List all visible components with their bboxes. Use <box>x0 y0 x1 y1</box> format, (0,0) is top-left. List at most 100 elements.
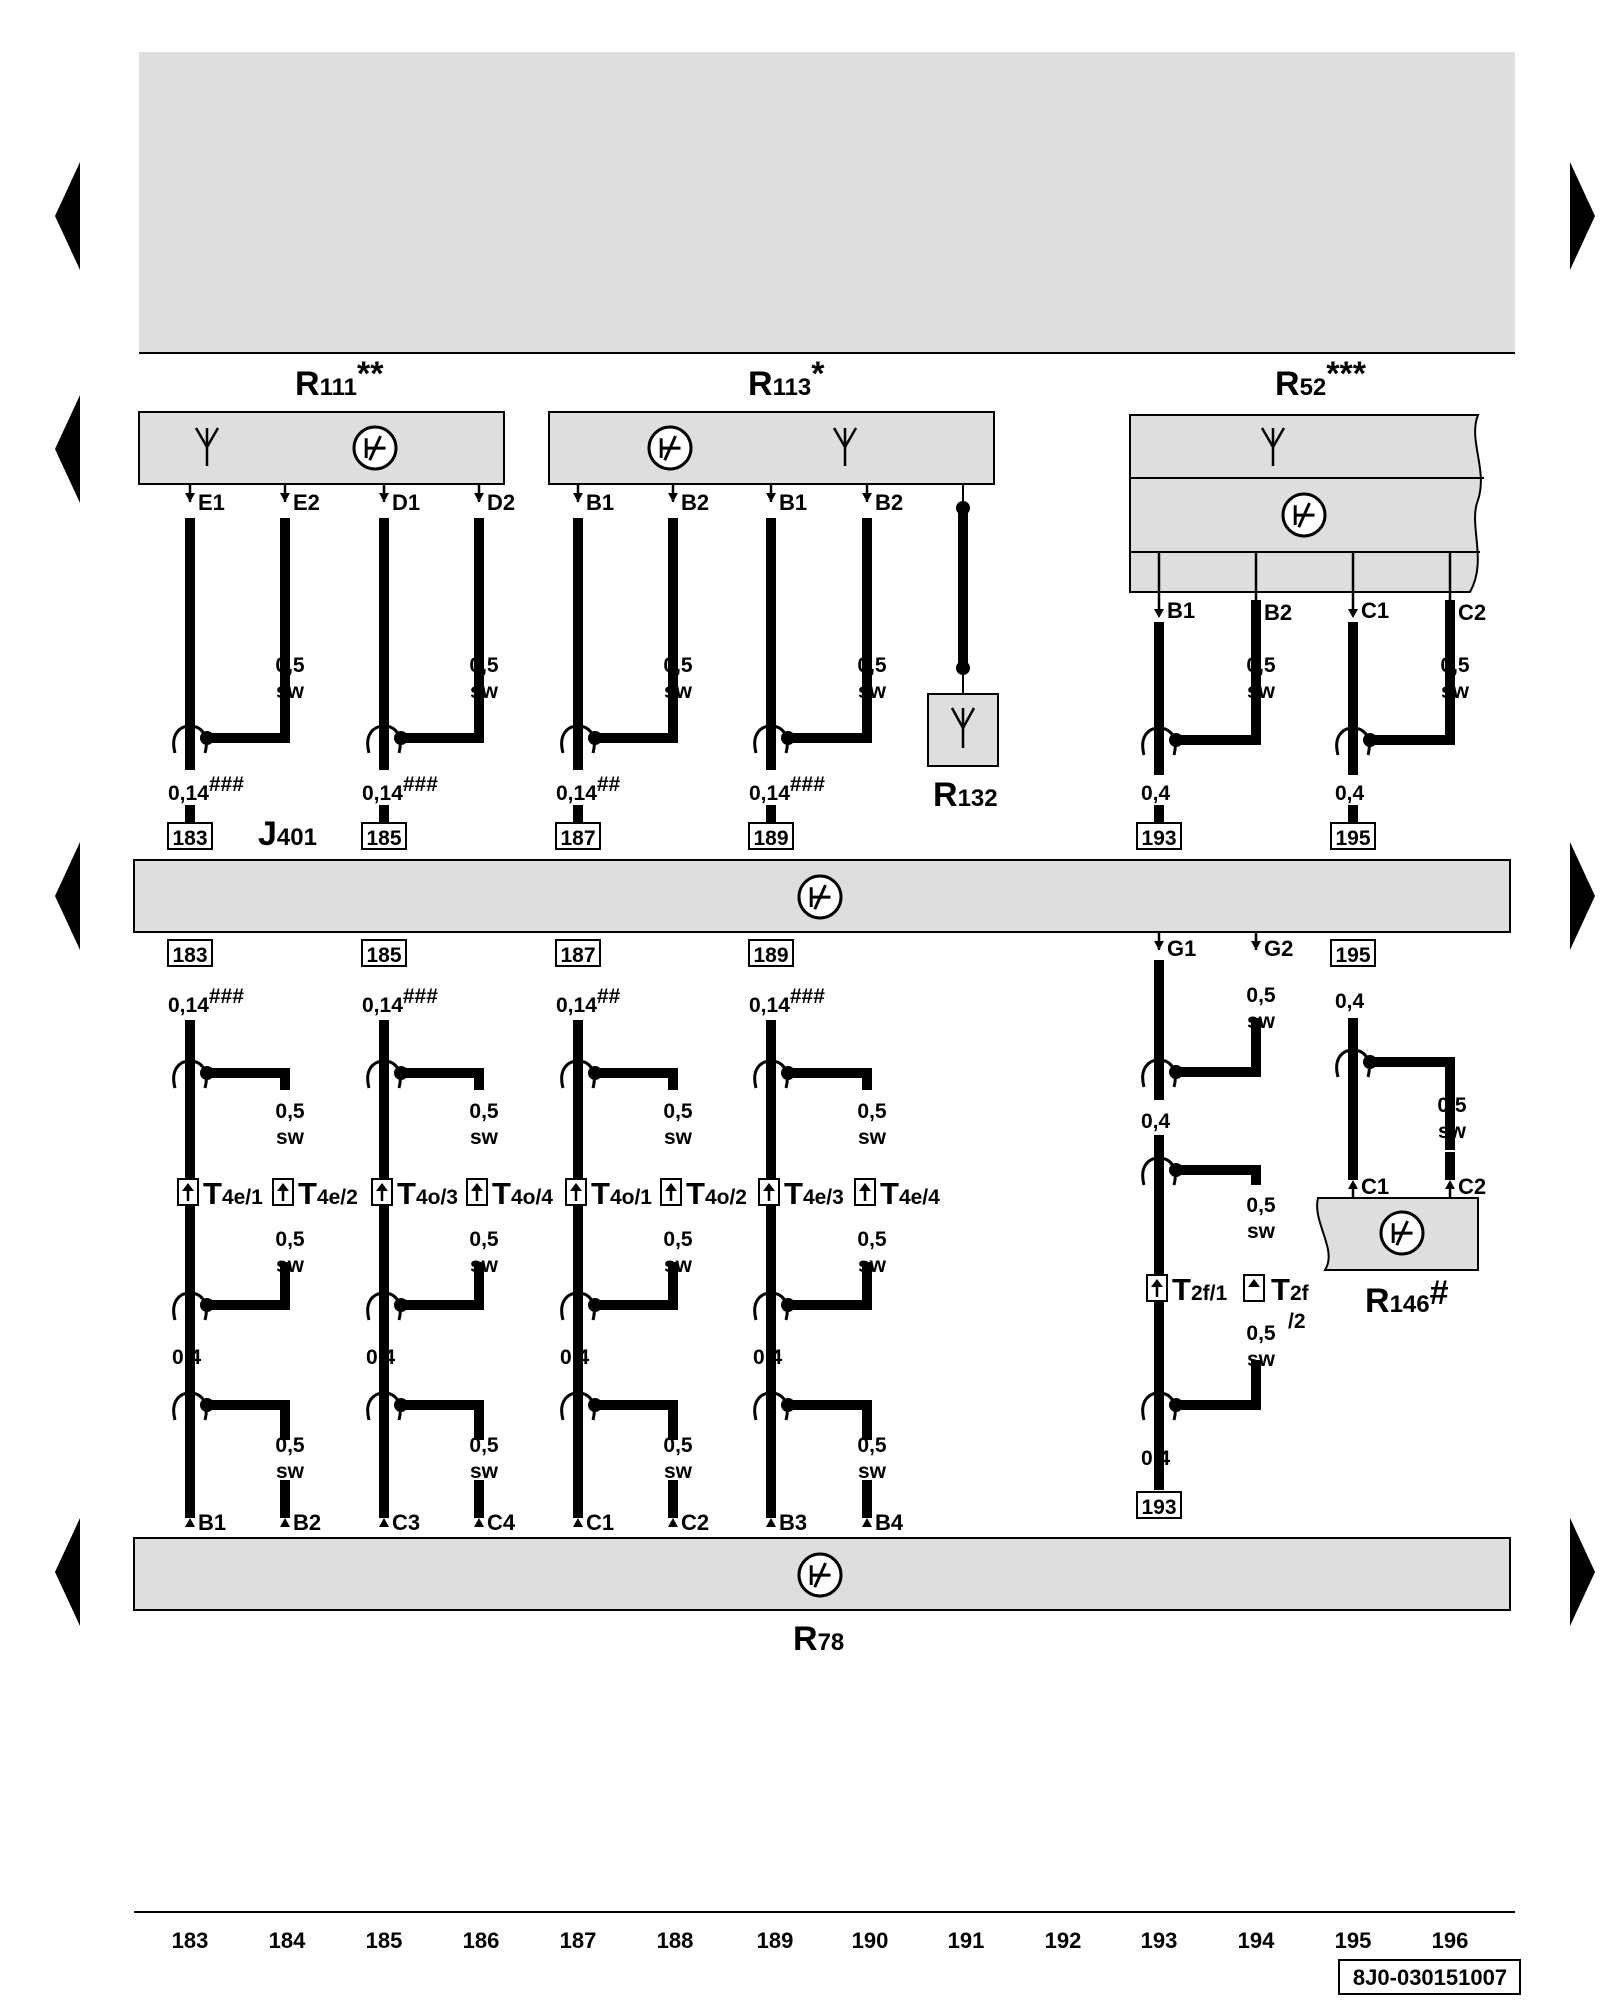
shield-size: 0,5 <box>275 1228 305 1251</box>
wire-size: 0,4 <box>560 1346 590 1369</box>
shield-color: sw <box>1441 680 1470 703</box>
column-number: 194 <box>1238 1928 1275 1953</box>
pin-arrow-icon <box>573 493 583 502</box>
shield-size: 0,5 <box>469 1100 499 1123</box>
shield-color: sw <box>276 680 305 703</box>
ref-number: 185 <box>366 944 401 967</box>
column-number: 190 <box>852 1928 889 1953</box>
ref-box[interactable] <box>555 939 601 967</box>
loudspeaker-icon: ⊬ <box>1281 492 1327 538</box>
svg-text:⊬: ⊬ <box>807 882 833 913</box>
page-arrow-left-icon[interactable] <box>55 162 80 270</box>
shield-size: 0,5 <box>1437 1094 1467 1117</box>
page-arrow-right-icon[interactable] <box>1570 1518 1595 1626</box>
page-arrow-left-icon[interactable] <box>55 395 80 503</box>
shield-color: sw <box>1438 1120 1467 1143</box>
pin-label: C1 <box>586 1510 614 1535</box>
pin-arrow-icon <box>280 1518 290 1527</box>
pin-arrow-icon <box>668 1518 678 1527</box>
ref-number: 189 <box>753 944 788 967</box>
pin-arrow-icon <box>1348 1180 1358 1189</box>
shield-size: 0,5 <box>663 654 693 677</box>
ref-box[interactable] <box>1330 822 1376 850</box>
wire-group: E10,14###183E20,5swD10,14###185D20,5swB1… <box>167 484 1486 1535</box>
ref-box[interactable] <box>1136 1491 1182 1519</box>
connector-pin-icon[interactable] <box>1243 1274 1265 1302</box>
pin-label: B2 <box>293 1510 321 1535</box>
connector-label: T4o/4 <box>492 1176 553 1211</box>
column-number: 186 <box>463 1928 500 1953</box>
wire-size: 0,4 <box>366 1346 396 1369</box>
shield-size: 0,5 <box>857 1228 887 1251</box>
shield-color: sw <box>664 680 693 703</box>
connector-label: T4e/3 <box>784 1176 844 1211</box>
top-blank-panel <box>139 52 1515 352</box>
connector-label: T4e/4 <box>880 1176 940 1211</box>
ref-box[interactable] <box>167 822 213 850</box>
page-arrow-right-icon[interactable] <box>1570 842 1595 950</box>
shield-size: 0,5 <box>1246 1194 1276 1217</box>
ref-box[interactable] <box>555 822 601 850</box>
pin-arrow-icon <box>1445 609 1455 618</box>
column-number: 188 <box>657 1928 694 1953</box>
connector-label: T2f/1 <box>1172 1272 1227 1307</box>
ref-box[interactable] <box>748 822 794 850</box>
wire-size: 0,14### <box>168 773 244 805</box>
shield-color: sw <box>276 1460 305 1483</box>
ref-box[interactable] <box>748 939 794 967</box>
column-number: 183 <box>172 1928 209 1953</box>
wire-size: 0,4 <box>1141 1447 1171 1470</box>
column-number: 193 <box>1141 1928 1178 1953</box>
connector-label: T2f <box>1271 1272 1310 1307</box>
loudspeaker-icon: ⊬ <box>647 425 693 471</box>
pin-label: G1 <box>1167 936 1196 961</box>
ref-number: 187 <box>560 944 595 967</box>
loudspeaker-icon: ⊬ <box>352 425 398 471</box>
shield-size: 0,5 <box>663 1434 693 1457</box>
connector-label-suffix: /2 <box>1288 1310 1306 1333</box>
wire-size: 0,4 <box>1141 782 1171 805</box>
pin-label: G2 <box>1264 936 1293 961</box>
wire-size: 0,14## <box>556 773 621 805</box>
ref-box[interactable] <box>361 822 407 850</box>
pin-label: B1 <box>1167 598 1195 623</box>
ref-box[interactable] <box>167 939 213 967</box>
pin-label: C2 <box>1458 600 1486 625</box>
loudspeaker-icon: ⊬ <box>797 874 843 920</box>
shield-size: 0,5 <box>469 1228 499 1251</box>
page-arrow-right-icon[interactable] <box>1570 162 1595 270</box>
page-arrow-left-icon[interactable] <box>55 1518 80 1626</box>
column-number: 187 <box>560 1928 597 1953</box>
pin-arrow-icon <box>766 1518 776 1527</box>
pin-arrow-icon <box>573 1518 583 1527</box>
ref-box[interactable] <box>1136 822 1182 850</box>
loudspeaker-icon: ⊬ <box>797 1552 843 1598</box>
r113-box[interactable] <box>548 411 995 485</box>
column-number: 184 <box>269 1928 306 1953</box>
shield-color: sw <box>664 1126 693 1149</box>
shield-size: 0,5 <box>469 1434 499 1457</box>
r111-label: R111** <box>295 355 384 403</box>
shield-size: 0,5 <box>857 654 887 677</box>
pin-label: B4 <box>875 1510 904 1535</box>
pin-arrow-icon <box>379 1518 389 1527</box>
shield-color: sw <box>470 680 499 703</box>
pin-label: B2 <box>1264 600 1292 625</box>
ref-box[interactable] <box>1330 939 1376 967</box>
column-number: 189 <box>757 1928 794 1953</box>
shield-size: 0,5 <box>1440 654 1470 677</box>
shield-size: 0,5 <box>1246 984 1276 1007</box>
r146-label: R146# <box>1365 1274 1449 1320</box>
wire-size: 0,4 <box>1335 990 1365 1013</box>
pin-label: C4 <box>487 1510 516 1535</box>
connector-label: T4o/2 <box>686 1176 747 1211</box>
r111-box[interactable] <box>138 411 505 485</box>
pin-arrow-icon <box>1348 609 1358 618</box>
page-arrow-left-icon[interactable] <box>55 842 80 950</box>
pin-label: C2 <box>1458 1174 1486 1199</box>
pin-arrow-icon <box>474 1518 484 1527</box>
pin-label: B3 <box>779 1510 807 1535</box>
shield-size: 0,5 <box>857 1434 887 1457</box>
ref-box[interactable] <box>361 939 407 967</box>
